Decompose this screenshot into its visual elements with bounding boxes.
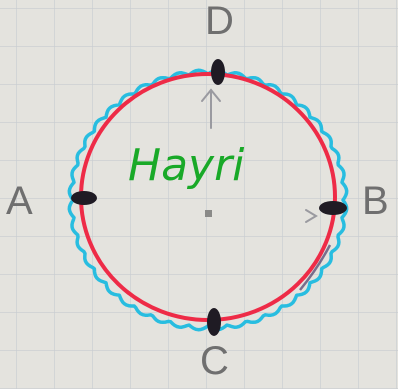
label-c: C <box>200 339 229 383</box>
marker-b <box>319 201 347 215</box>
marker-a <box>71 191 97 205</box>
center-dot <box>205 210 212 217</box>
label-b: B <box>362 179 389 223</box>
label-d: D <box>205 0 234 43</box>
label-a: A <box>6 179 33 223</box>
dark-arc-stroke <box>299 244 332 291</box>
arrow-up-icon <box>201 88 221 129</box>
name-label: Hayri <box>128 140 245 191</box>
marker-c <box>207 308 221 336</box>
arrow-right-icon <box>305 209 318 223</box>
marker-d <box>211 59 225 85</box>
